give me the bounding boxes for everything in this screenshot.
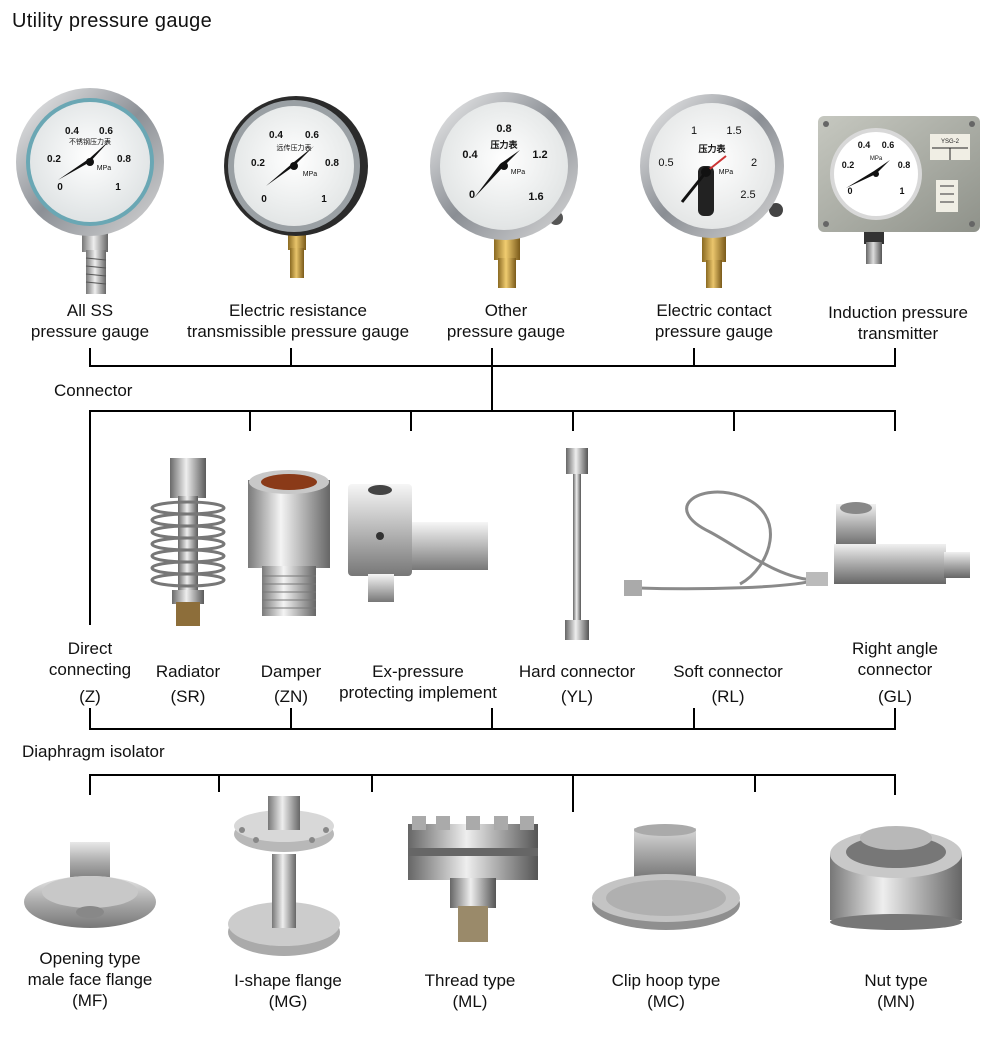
induction-transmitter-image: 0.4 0.6 0.2 0.8 0 1 MPa YSG-2	[818, 116, 980, 264]
isolator-heading: Diaphragm isolator	[22, 742, 165, 761]
dial-label: 0.4	[65, 126, 79, 137]
dial-label: 0	[261, 194, 267, 205]
soft-connector-image	[624, 490, 828, 596]
dial-caption: 压力表	[698, 143, 726, 154]
dial-label: 1	[691, 125, 697, 137]
connector-label-hard: Hard connector(YL)	[518, 662, 636, 706]
dial-label: 2	[751, 157, 757, 169]
damper-image	[248, 470, 330, 616]
dial-label: 1.6	[528, 191, 543, 203]
connector-label-soft: Soft connector(RL)	[673, 662, 783, 706]
dial-label: 1	[899, 186, 904, 196]
isolator-label-clip-hoop: Clip hoop type(MC)	[611, 971, 721, 1011]
dial-label: 0.2	[842, 160, 855, 170]
dial-label: 0.8	[898, 160, 911, 170]
page-title: Utility pressure gauge	[12, 10, 213, 32]
radiator-image	[150, 458, 226, 626]
dial-label: 0.4	[858, 140, 871, 150]
electric-contact-gauge-image: 1 1.5 0.5 2 2.5 压力表 MPa	[640, 94, 784, 288]
dial-label: 0.6	[99, 126, 113, 137]
dial-label: 0.6	[305, 130, 319, 141]
dial-label: 0.5	[658, 157, 673, 169]
i-shape-flange-image	[228, 796, 340, 956]
dial-label: 0.6	[882, 140, 895, 150]
dial-unit: MPa	[97, 165, 112, 172]
dial-label: 0.8	[325, 158, 339, 169]
dial-unit: MPa	[303, 171, 318, 178]
clip-hoop-image	[592, 824, 740, 930]
isolator-label-thread: Thread type(ML)	[424, 971, 516, 1011]
dial-label: 1	[321, 194, 327, 205]
dial-label: 0.2	[47, 154, 61, 165]
dial-label: 0	[57, 182, 63, 193]
dial-label: 1	[115, 182, 121, 193]
dial-label: 0.8	[496, 123, 511, 135]
dial-label: 1.5	[726, 125, 741, 137]
dial-label: 0	[847, 186, 852, 196]
ex-pressure-implement-image	[348, 484, 488, 602]
nut-type-image	[830, 826, 962, 930]
all-ss-gauge-image: 0.4 0.6 0.2 0.8 0 1 不锈钢压力表 MPa	[16, 88, 164, 294]
dial-caption: 压力表	[490, 139, 518, 150]
dial-label: 0.4	[269, 130, 283, 141]
connector-heading: Connector	[54, 381, 133, 400]
dial-label: 2.5	[740, 189, 755, 201]
isolator-label-i-shape: I-shape flange(MG)	[234, 971, 342, 1011]
right-angle-connector-image	[834, 502, 970, 584]
dial-label: 1.2	[532, 149, 547, 161]
isolator-label-nut: Nut type(MN)	[864, 971, 928, 1011]
dial-caption: 远传压力表	[277, 143, 312, 152]
dial-unit: MPa	[719, 169, 734, 176]
resistance-gauge-image: 0.4 0.6 0.2 0.8 0 1 远传压力表 MPa	[224, 96, 368, 278]
opening-type-flange-image	[24, 842, 156, 928]
connector-label-radiator: Radiator(SR)	[155, 662, 221, 706]
dial-unit: MPa	[870, 156, 883, 162]
dial-unit: MPa	[511, 169, 526, 176]
dial-label: 0.2	[251, 158, 265, 169]
other-gauge-image: 0.8 0.4 1.2 0 1.6 压力表 MPa	[430, 92, 578, 288]
thread-type-image	[408, 816, 538, 942]
dial-label: 0	[469, 189, 475, 201]
dial-label: 0.8	[117, 154, 131, 165]
dial-caption: 不锈钢压力表	[69, 137, 111, 146]
dial-label: 0.4	[462, 149, 478, 161]
connector-label-damper: Damper(ZN)	[260, 662, 322, 706]
transmitter-caption: YSG-2	[941, 139, 960, 145]
hard-connector-image	[565, 448, 589, 640]
